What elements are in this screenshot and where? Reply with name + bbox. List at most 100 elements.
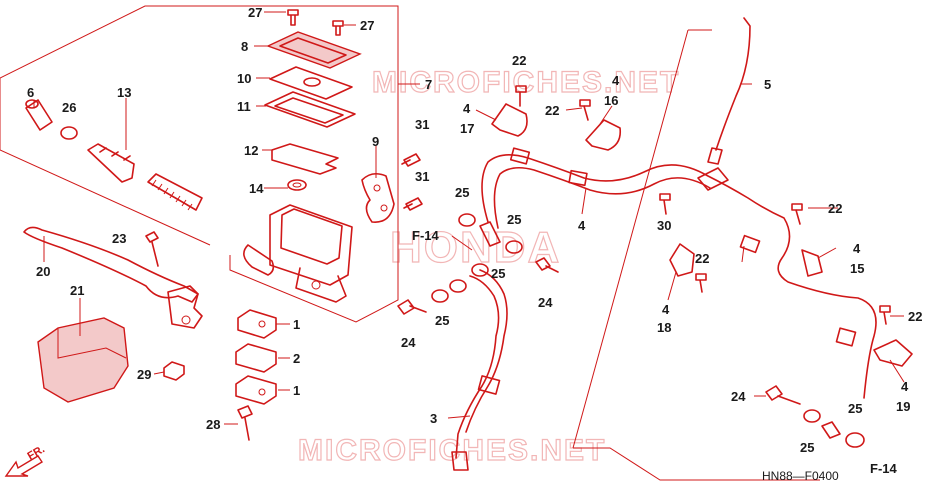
bolt-22e [879, 305, 891, 325]
callout: 22 [512, 53, 526, 68]
callout: 3 [430, 411, 437, 426]
callout: 17 [460, 121, 474, 136]
piston-spring [147, 173, 203, 211]
callout: 14 [249, 181, 264, 196]
callout: 31 [415, 169, 429, 184]
callout: 24 [538, 295, 553, 310]
screw-27b [332, 20, 344, 36]
callout: 25 [848, 401, 862, 416]
callout: 21 [70, 283, 84, 298]
callout: 25 [435, 313, 449, 328]
washer-14 [287, 179, 307, 191]
bolt-22d [695, 273, 707, 293]
callout: 13 [117, 85, 131, 100]
bolt-30 [659, 193, 671, 215]
callout: 4 [463, 101, 471, 116]
bolt-22b [579, 99, 591, 121]
plate-hole [303, 77, 321, 87]
sealing-washer-c [471, 263, 489, 277]
callout: 22 [695, 251, 709, 266]
hose-guide-16 [585, 119, 622, 151]
screw-27a [287, 9, 299, 26]
callout: 25 [491, 266, 505, 281]
callout: 27 [248, 5, 262, 20]
brake-hose-3 [455, 275, 500, 459]
brake-lever [23, 226, 199, 303]
callout: 29 [137, 367, 151, 382]
callout: 11 [237, 99, 251, 114]
callout: 4 [853, 241, 861, 256]
ref-label-f14-lower: F-14 [870, 461, 898, 476]
watermark-top: MICROFICHES.NET [372, 66, 680, 99]
brake-switch-1a [237, 309, 277, 339]
lever-nut [163, 361, 185, 381]
callout: 12 [244, 143, 258, 158]
callout: 25 [800, 440, 814, 455]
switch-screw [237, 405, 253, 441]
hose-joint [697, 167, 729, 191]
bolt-22c [791, 203, 803, 225]
callout: 18 [657, 320, 671, 335]
lever-cover [37, 317, 129, 403]
callout: 10 [237, 71, 251, 86]
callout: 24 [731, 389, 746, 404]
callout: 4 [662, 302, 670, 317]
callout: 26 [62, 100, 76, 115]
lever-pivot-bolt [145, 231, 159, 267]
callout: 8 [241, 39, 248, 54]
bolt-22a [515, 85, 527, 107]
holder-bolt-b [403, 197, 423, 211]
callout: 25 [455, 185, 469, 200]
callout: 19 [896, 399, 910, 414]
callout: 31 [415, 117, 429, 132]
callout: 22 [908, 309, 922, 324]
diaphragm [264, 91, 356, 128]
hose-guide-15 [801, 249, 823, 277]
sealing-washer-e [449, 279, 467, 293]
piston [87, 143, 135, 183]
callout: 22 [545, 103, 559, 118]
callout: 24 [401, 335, 416, 350]
hose-end-caliper [821, 421, 841, 439]
holder-bolt-a [401, 153, 421, 167]
watermark-bottom: MICROFICHES.NET [298, 434, 606, 467]
lever-pivot [167, 285, 203, 329]
callout: 28 [206, 417, 220, 432]
callout: 1 [293, 317, 300, 332]
diagram-code: HN88—F0400 [762, 469, 839, 483]
watermark-center: HONDA [390, 223, 561, 272]
hose-guide-18 [669, 243, 695, 277]
reservoir-cap-inner [279, 37, 347, 64]
oil-bolt-c [765, 385, 801, 405]
hose-end-upper [479, 221, 501, 247]
callout: 4 [612, 73, 620, 88]
front-arrow-label: FR. [26, 443, 47, 462]
brake-switch-1b [235, 375, 277, 405]
master-cylinder-frame [0, 5, 399, 323]
callout: 20 [36, 264, 50, 279]
master-cylinder-frame-left [0, 78, 211, 246]
master-cylinder-body [243, 204, 353, 303]
diaphragm-inner [274, 97, 344, 124]
callout: 4 [901, 379, 909, 394]
hose-guide-19 [873, 339, 913, 367]
brake-switch-2 [235, 343, 277, 373]
circlip [60, 126, 78, 140]
oil-bolt-b [397, 299, 427, 315]
callout: 23 [112, 231, 126, 246]
diaphragm-plate [269, 66, 353, 100]
master-cylinder-holder [361, 172, 395, 223]
sealing-washer-g [845, 432, 865, 448]
sealing-washer-f [803, 409, 821, 423]
hose-clamp-mid [568, 169, 588, 187]
callouts: 27 27 8 10 11 7 6 26 13 12 14 9 31 31 23… [27, 5, 922, 455]
callout: 25 [507, 212, 521, 227]
leader-lines [33, 11, 905, 425]
reservoir-cap [266, 31, 362, 69]
sealing-washer-a [458, 213, 476, 227]
sealing-washer-b [505, 240, 523, 254]
dust-boot [25, 99, 53, 131]
callout: 16 [604, 93, 618, 108]
ref-label-f14-upper: F-14 [412, 228, 440, 243]
